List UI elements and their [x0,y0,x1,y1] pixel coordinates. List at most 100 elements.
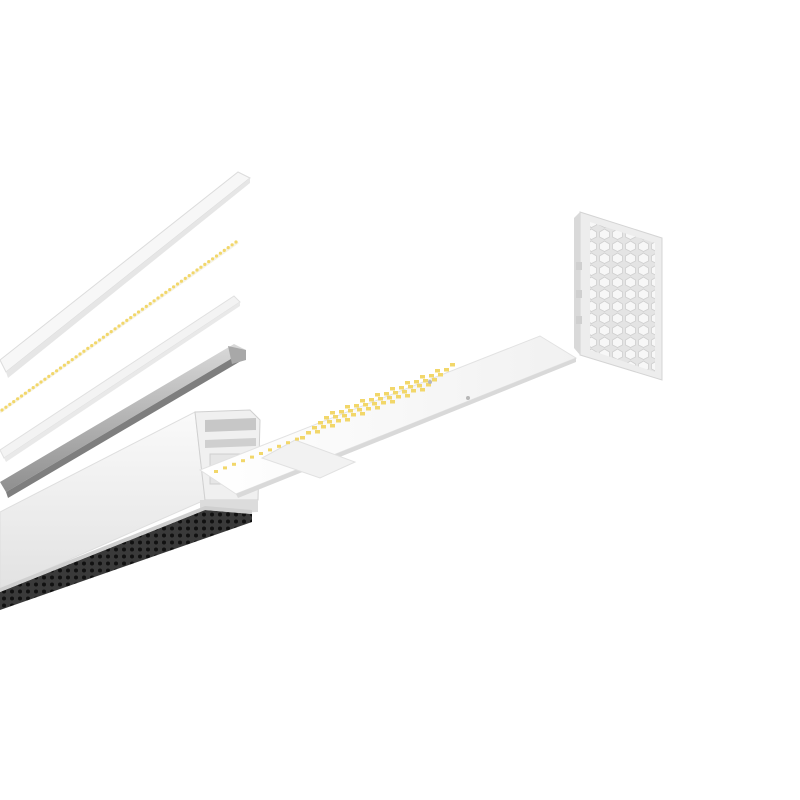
led-chip [405,394,410,398]
led-chip [360,399,365,403]
led-chip [387,396,392,400]
led-dot [195,268,199,272]
led-dot [4,405,8,409]
led-chip [339,410,344,414]
led-dot [19,394,24,398]
led-dot [12,400,16,404]
led-chip [393,391,398,395]
led-dot [175,282,180,286]
led-dot [27,388,31,392]
mounting-hole [466,396,470,400]
led-chip [369,398,374,402]
led-dot [58,366,63,370]
led-chip [360,412,365,416]
led-chip [336,419,341,423]
led-chip [375,393,380,397]
led-dot [51,372,55,376]
led-chip [295,437,299,441]
led-chip [354,404,359,408]
led-chip [330,411,335,415]
led-chip [390,387,395,391]
led-chip [414,380,419,384]
led-chip [390,400,395,404]
led-dot [125,318,129,322]
led-dot [70,358,74,362]
led-chip [300,436,305,440]
led-dot [156,296,160,300]
led-dot [148,302,152,306]
led-dot [230,243,234,247]
led-dot [203,262,207,266]
led-chip [366,407,371,411]
led-chip [444,368,449,372]
led-dot [129,316,133,320]
led-dot [82,349,86,353]
led-chip [423,379,428,383]
led-chip [396,395,401,399]
led-dot [121,321,125,325]
led-chip [381,401,386,405]
led-chip [318,421,323,425]
led-chip [286,441,290,445]
led-dot [218,251,222,255]
honeycomb-end-cap [574,211,663,381]
led-chip [429,374,434,378]
led-dot [214,254,219,258]
led-chip [378,397,383,401]
led-chip [363,403,368,407]
led-chip [214,470,218,473]
led-dot [90,344,94,348]
clear-lens-strip [0,295,241,462]
led-dot [133,313,137,317]
led-dot [136,310,141,314]
led-dot [187,274,191,278]
led-chip [312,426,317,430]
led-chip [426,383,431,387]
led-chip [375,406,380,410]
led-chip [250,455,254,459]
led-dot [168,288,172,292]
led-dot [43,377,47,381]
led-chip [342,414,347,418]
led-chip [327,420,332,424]
led-dot [117,324,121,328]
led-dot [199,265,203,269]
led-chip [241,459,245,463]
led-dot [0,408,4,412]
led-chip [277,444,281,448]
led-chip [315,430,320,434]
led-chip [450,363,455,367]
led-dot [8,402,12,406]
led-chip [417,384,422,388]
led-chip [411,389,416,393]
led-dot [31,386,35,390]
led-dot [140,307,144,311]
led-dot [23,391,27,395]
led-dot [47,374,51,378]
led-dot [211,257,215,261]
led-chip [438,373,443,377]
led-chip [333,415,338,419]
led-chip [420,388,425,392]
led-dot [179,279,183,283]
led-dot [191,271,195,275]
led-dot [160,293,164,297]
led-dot [62,363,66,367]
led-module-board [198,335,578,498]
led-chip [259,452,263,455]
led-dot [16,397,20,401]
led-dot [152,299,156,303]
led-dot [164,290,168,294]
led-chip [348,409,353,413]
led-chip [223,466,227,470]
led-dot [39,380,43,384]
led-chip [330,424,335,428]
led-chip [345,405,350,409]
led-chip [345,418,350,422]
led-dot [113,327,117,331]
led-chip [357,408,362,412]
led-dot [222,248,226,252]
led-chip [435,369,440,373]
led-dot [78,352,82,356]
